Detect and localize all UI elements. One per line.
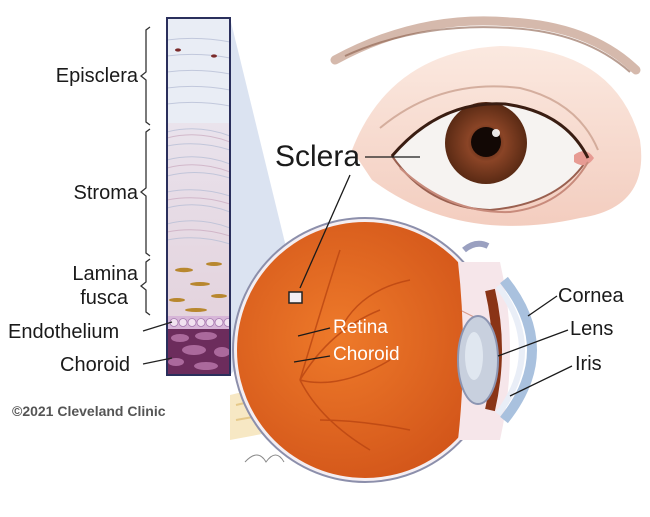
copyright-credit: ©2021 Cleveland Clinic (12, 403, 166, 419)
choroid-eye-label: Choroid (333, 344, 400, 365)
retina-label: Retina (333, 317, 388, 338)
sclera-label: Sclera (275, 140, 361, 173)
fusca-label: fusca (80, 287, 128, 309)
lens-label: Lens (570, 318, 614, 340)
lamina-label: Lamina (72, 263, 138, 285)
layer-brackets (139, 26, 151, 316)
stroma-label: Stroma (73, 182, 138, 204)
layer-leader-lines (142, 321, 173, 365)
eye-leader-lines (293, 156, 573, 397)
cornea-label: Cornea (558, 285, 624, 307)
endothelium-label: Endothelium (8, 321, 120, 343)
iris-label: Iris (575, 353, 602, 375)
episclera-label: Episclera (55, 65, 138, 87)
tissue-cross-section (166, 17, 231, 376)
external-eye-illustration (330, 16, 642, 226)
eyeball-cross-section (230, 217, 537, 483)
choroid-layer-label: Choroid (60, 354, 131, 376)
